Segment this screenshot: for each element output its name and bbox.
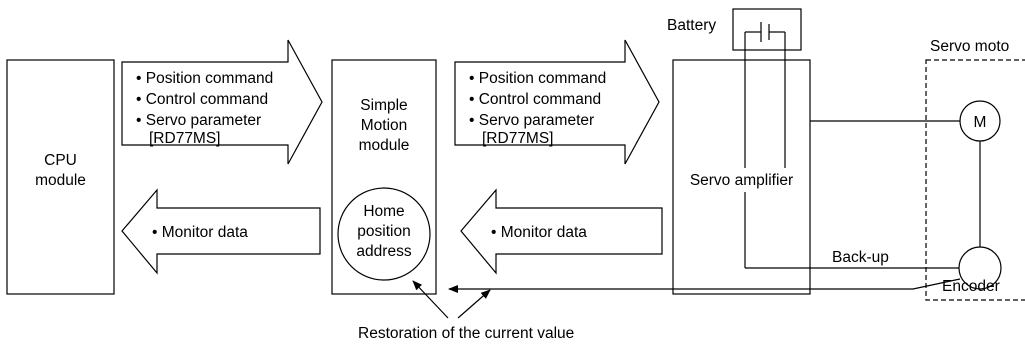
command-arrow-2-item-4: [RD77MS] [482,130,554,147]
command-arrow-2-item-2: • Control command [469,91,601,108]
home-position-line3: address [356,243,411,260]
cpu-module-label-line1: CPU [44,152,77,169]
restoration-label: Restoration of the current value [358,325,574,342]
command-arrow-1-item-1: • Position command [136,70,273,87]
battery-symbol-icon [744,22,786,60]
home-position-line2: position [357,223,410,240]
command-arrow-1 [121,39,323,165]
battery-label: Battery [667,17,716,34]
restoration-arrow-left [412,280,449,319]
simple-motion-label-line2: Motion [361,117,408,134]
monitor-arrow-1-label: • Monitor data [152,224,248,241]
command-arrow-2 [454,39,660,165]
monitor-arrow-2 [460,188,663,275]
cpu-module-box [6,59,115,295]
simple-motion-label-line3: module [359,137,410,154]
backup-label: Back-up [832,249,889,266]
monitor-arrow-1 [121,188,321,275]
restoration-arrow-right [457,289,491,319]
servo-motor-dashed-box [925,59,1025,301]
motor-symbol: M [974,114,987,131]
command-arrow-1-item-2: • Control command [136,91,268,108]
simple-motion-label-line1: Simple [360,97,407,114]
home-position-address-circle [337,187,431,281]
monitor-arrow-2-label: • Monitor data [491,224,587,241]
servo-amplifier-box [672,59,811,295]
servo-motor-label: Servo moto [930,38,1009,55]
home-position-line1: Home [363,203,404,220]
battery-box [732,8,802,51]
command-arrow-2-item-3: • Servo parameter [469,112,594,129]
servo-amplifier-label: Servo amplifier [690,172,793,189]
command-arrow-1-item-3: • Servo parameter [136,112,261,129]
encoder-feedback-line [448,278,961,293]
command-arrow-1-item-4: [RD77MS] [149,130,221,147]
cpu-module-label-line2: module [35,172,86,189]
encoder-label: Encoder [942,278,1000,295]
command-arrow-2-item-1: • Position command [469,70,606,87]
